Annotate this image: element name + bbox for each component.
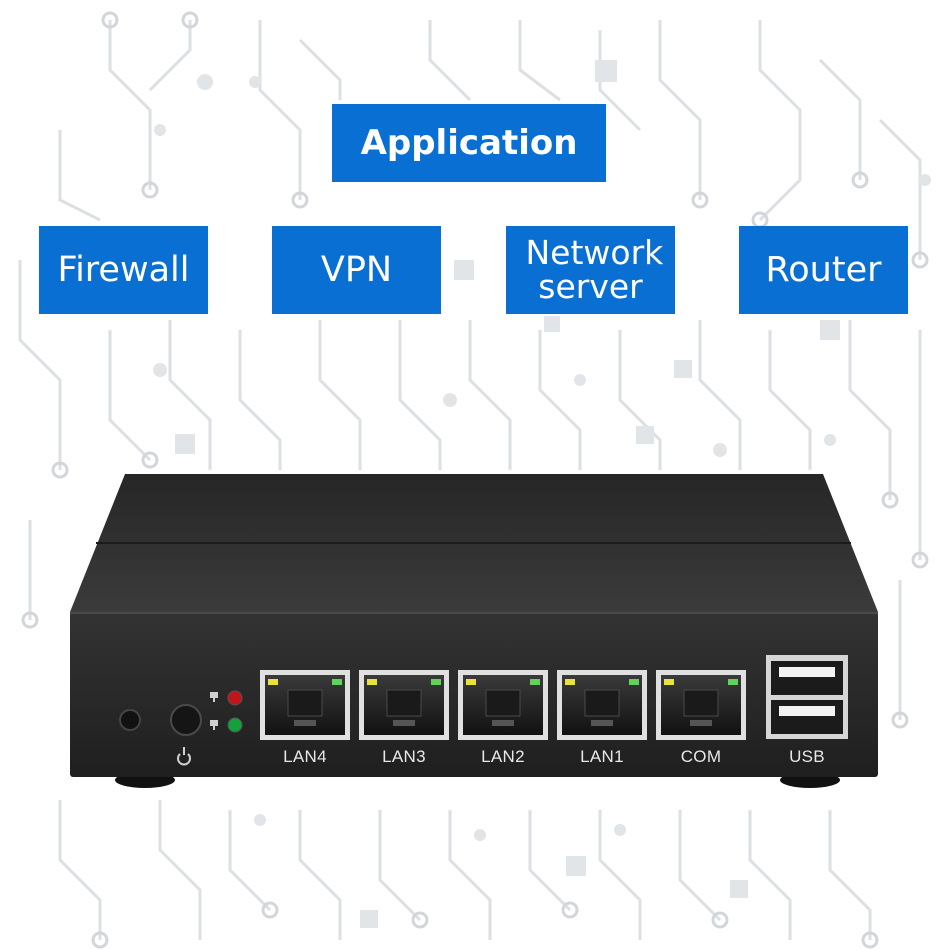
- led-red: [227, 690, 243, 706]
- router-tag-text: Router: [765, 250, 882, 290]
- power-button: [170, 704, 202, 736]
- firewall-tag: Firewall: [39, 226, 208, 314]
- router-tag: Router: [739, 226, 908, 314]
- port-label-com: COM: [680, 747, 722, 766]
- application-title: Application: [332, 104, 606, 182]
- power-led-icon: [210, 720, 218, 730]
- port-usb: [766, 655, 848, 739]
- port-lan3: [359, 670, 449, 740]
- port-lan2: [458, 670, 548, 740]
- port-label-lan4: LAN4: [283, 747, 327, 766]
- port-label-lan1: LAN1: [580, 747, 624, 766]
- port-com: [656, 670, 746, 740]
- port-label-lan3: LAN3: [382, 747, 426, 766]
- power-icon: [177, 747, 191, 766]
- port-label-lan2: LAN2: [481, 747, 525, 766]
- firewall-tag-text: Firewall: [57, 250, 190, 290]
- port-lan1: [557, 670, 647, 740]
- reset-button: [119, 709, 141, 731]
- vpn-tag-text: VPN: [320, 250, 393, 290]
- hdd-activity-icon: [210, 692, 218, 702]
- vpn-tag: VPN: [272, 226, 441, 314]
- led-green: [227, 717, 243, 733]
- port-lan4: [260, 670, 350, 740]
- network-server-tag-text: Network server: [525, 233, 664, 306]
- network-server-tag: Network server: [506, 226, 675, 314]
- application-title-text: Application: [360, 123, 578, 163]
- port-label-usb: USB: [789, 747, 825, 766]
